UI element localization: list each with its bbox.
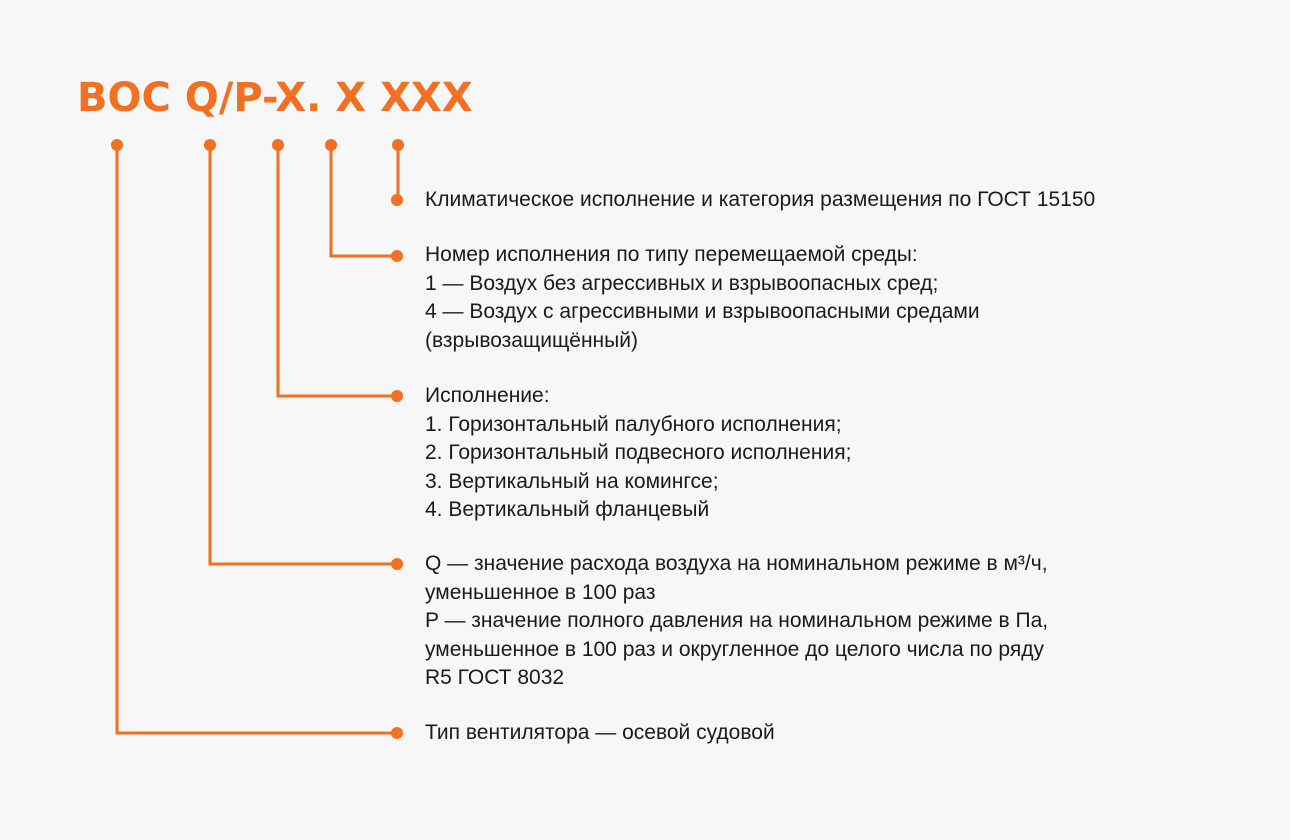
connector-medium bbox=[329, 145, 397, 258]
description-line: Q — значение расхода воздуха на номиналь… bbox=[425, 552, 1048, 575]
description-line: R5 ГОСТ 8032 bbox=[425, 666, 565, 690]
description-climate: Климатическое исполнение и категория раз… bbox=[425, 186, 1095, 215]
designation-code: ВОС Q/P-X. X XXX bbox=[77, 75, 473, 121]
dot-code-flow-pressure bbox=[204, 139, 216, 151]
description-line: Исполнение: bbox=[425, 384, 550, 407]
description-line: P — значение полного давления на номинал… bbox=[425, 609, 1049, 633]
description-line: 4. Вертикальный фланцевый bbox=[425, 498, 710, 522]
connector-execution bbox=[276, 145, 397, 398]
description-line: 3. Вертикальный на комингсе; bbox=[425, 469, 719, 493]
dot-code-climate bbox=[392, 139, 404, 151]
description-line: уменьшенное в 100 раз и округленное до ц… bbox=[425, 637, 1044, 661]
connector-flow-pressure bbox=[208, 145, 397, 566]
description-fan-type: Тип вентилятора — осевой судовой bbox=[425, 719, 775, 748]
description-line: уменьшенное в 100 раз bbox=[425, 580, 656, 604]
dot-desc-execution bbox=[391, 390, 403, 402]
description-line: 1. Горизонтальный палубного исполнения; bbox=[425, 412, 842, 436]
description-line: 1 — Воздух без агрессивных и взрывоопасн… bbox=[425, 271, 939, 295]
dot-desc-fan-type bbox=[391, 727, 403, 739]
description-line: (взрывозащищённый) bbox=[425, 328, 638, 352]
description-line: 4 — Воздух с агрессивными и взрывоопасны… bbox=[425, 300, 980, 324]
connector-fan-type bbox=[115, 145, 397, 735]
description-line: 2. Горизонтальный подвесного исполнения; bbox=[425, 441, 852, 465]
dot-desc-flow-pressure bbox=[391, 558, 403, 570]
description-line: Климатическое исполнение и категория раз… bbox=[425, 188, 1096, 211]
dot-code-fan-type bbox=[111, 139, 123, 151]
description-flow-pressure: Q — значение расхода воздуха на номиналь… bbox=[425, 550, 1048, 693]
description-execution: Исполнение: 1. Горизонтальный палубного … bbox=[425, 382, 851, 525]
dot-desc-medium bbox=[391, 250, 403, 262]
description-line: Тип вентилятора — осевой судовой bbox=[425, 721, 775, 744]
dot-desc-climate bbox=[391, 194, 403, 206]
dot-code-medium bbox=[325, 139, 337, 151]
description-line: Номер исполнения по типу перемещаемой ср… bbox=[425, 243, 918, 266]
dot-code-execution bbox=[272, 139, 284, 151]
description-medium: Номер исполнения по типу перемещаемой ср… bbox=[425, 241, 980, 355]
